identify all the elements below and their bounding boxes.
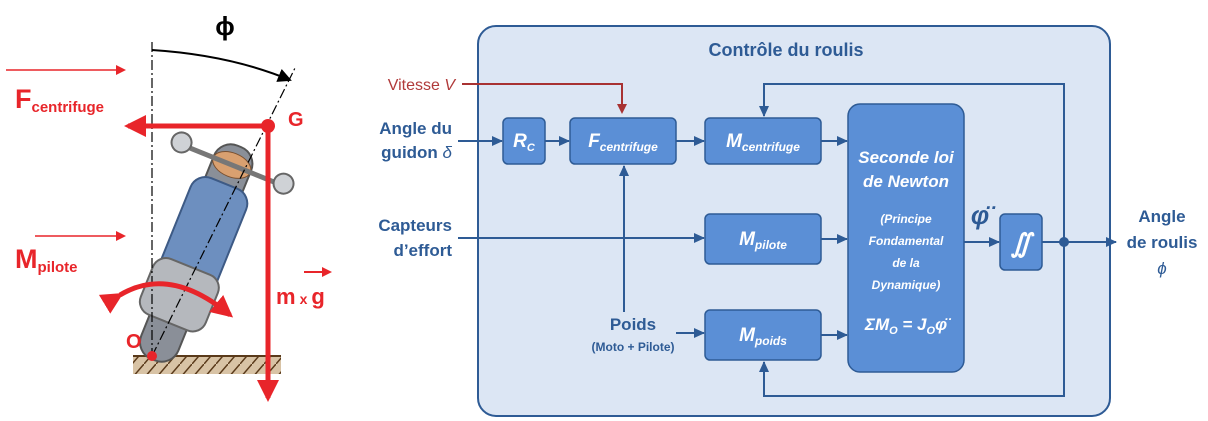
block-f-centrifuge-label: Fcentrifuge <box>588 131 658 154</box>
block-rc-label: RC <box>513 131 536 154</box>
block-m-centrifuge-label: Mcentrifuge <box>726 131 800 154</box>
vitesse-arrow <box>462 83 627 114</box>
newton-equation: ΣMO = JOφ̈ <box>864 315 952 337</box>
m-pilote-label: Mpilote <box>15 244 78 276</box>
output-var: ϕ <box>1157 259 1166 278</box>
poids-label: Poids <box>610 315 656 334</box>
newton-title-2: de Newton <box>863 172 949 191</box>
output-line1: Angle <box>1138 207 1185 226</box>
block-m-pilote-label: Mpilote <box>739 229 787 252</box>
g-label: G <box>288 109 304 131</box>
newton-p4: Dynamique) <box>872 278 941 292</box>
container-title: Contrôle du roulis <box>709 40 864 60</box>
o-point <box>147 351 157 361</box>
m-pilote-arc <box>98 281 234 318</box>
feedback-bottom-arrow <box>759 242 1065 397</box>
phi-label: ϕ <box>215 11 235 41</box>
input-capteurs-line1: Capteurs <box>378 216 452 235</box>
input-angle-line2: guidon δ <box>381 143 452 162</box>
vitesse-label: Vitesse V <box>388 77 457 94</box>
poids-sub: (Moto + Pilote) <box>592 340 675 354</box>
output-line2: de roulis <box>1127 233 1198 252</box>
newton-p1: (Principe <box>880 212 932 226</box>
input-capteurs-line2: d’effort <box>393 241 452 260</box>
block-diagram: Contrôle du roulis Vitesse V Angle du gu… <box>378 25 1198 417</box>
o-label: O <box>126 331 142 353</box>
newton-p3: de la <box>892 256 920 270</box>
newton-p2: Fondamental <box>869 234 944 248</box>
newton-title-1: Seconde loi <box>858 148 955 167</box>
block-newton <box>847 103 965 373</box>
phi-arc-arrow <box>151 49 292 82</box>
block-m-poids-label: Mpoids <box>739 325 787 348</box>
f-centrifuge-label: Fcentrifuge <box>15 84 104 116</box>
input-angle-line1: Angle du <box>379 119 452 138</box>
feedback-top-arrow <box>759 83 1065 242</box>
integral-symbol: ∬ <box>1011 228 1035 258</box>
